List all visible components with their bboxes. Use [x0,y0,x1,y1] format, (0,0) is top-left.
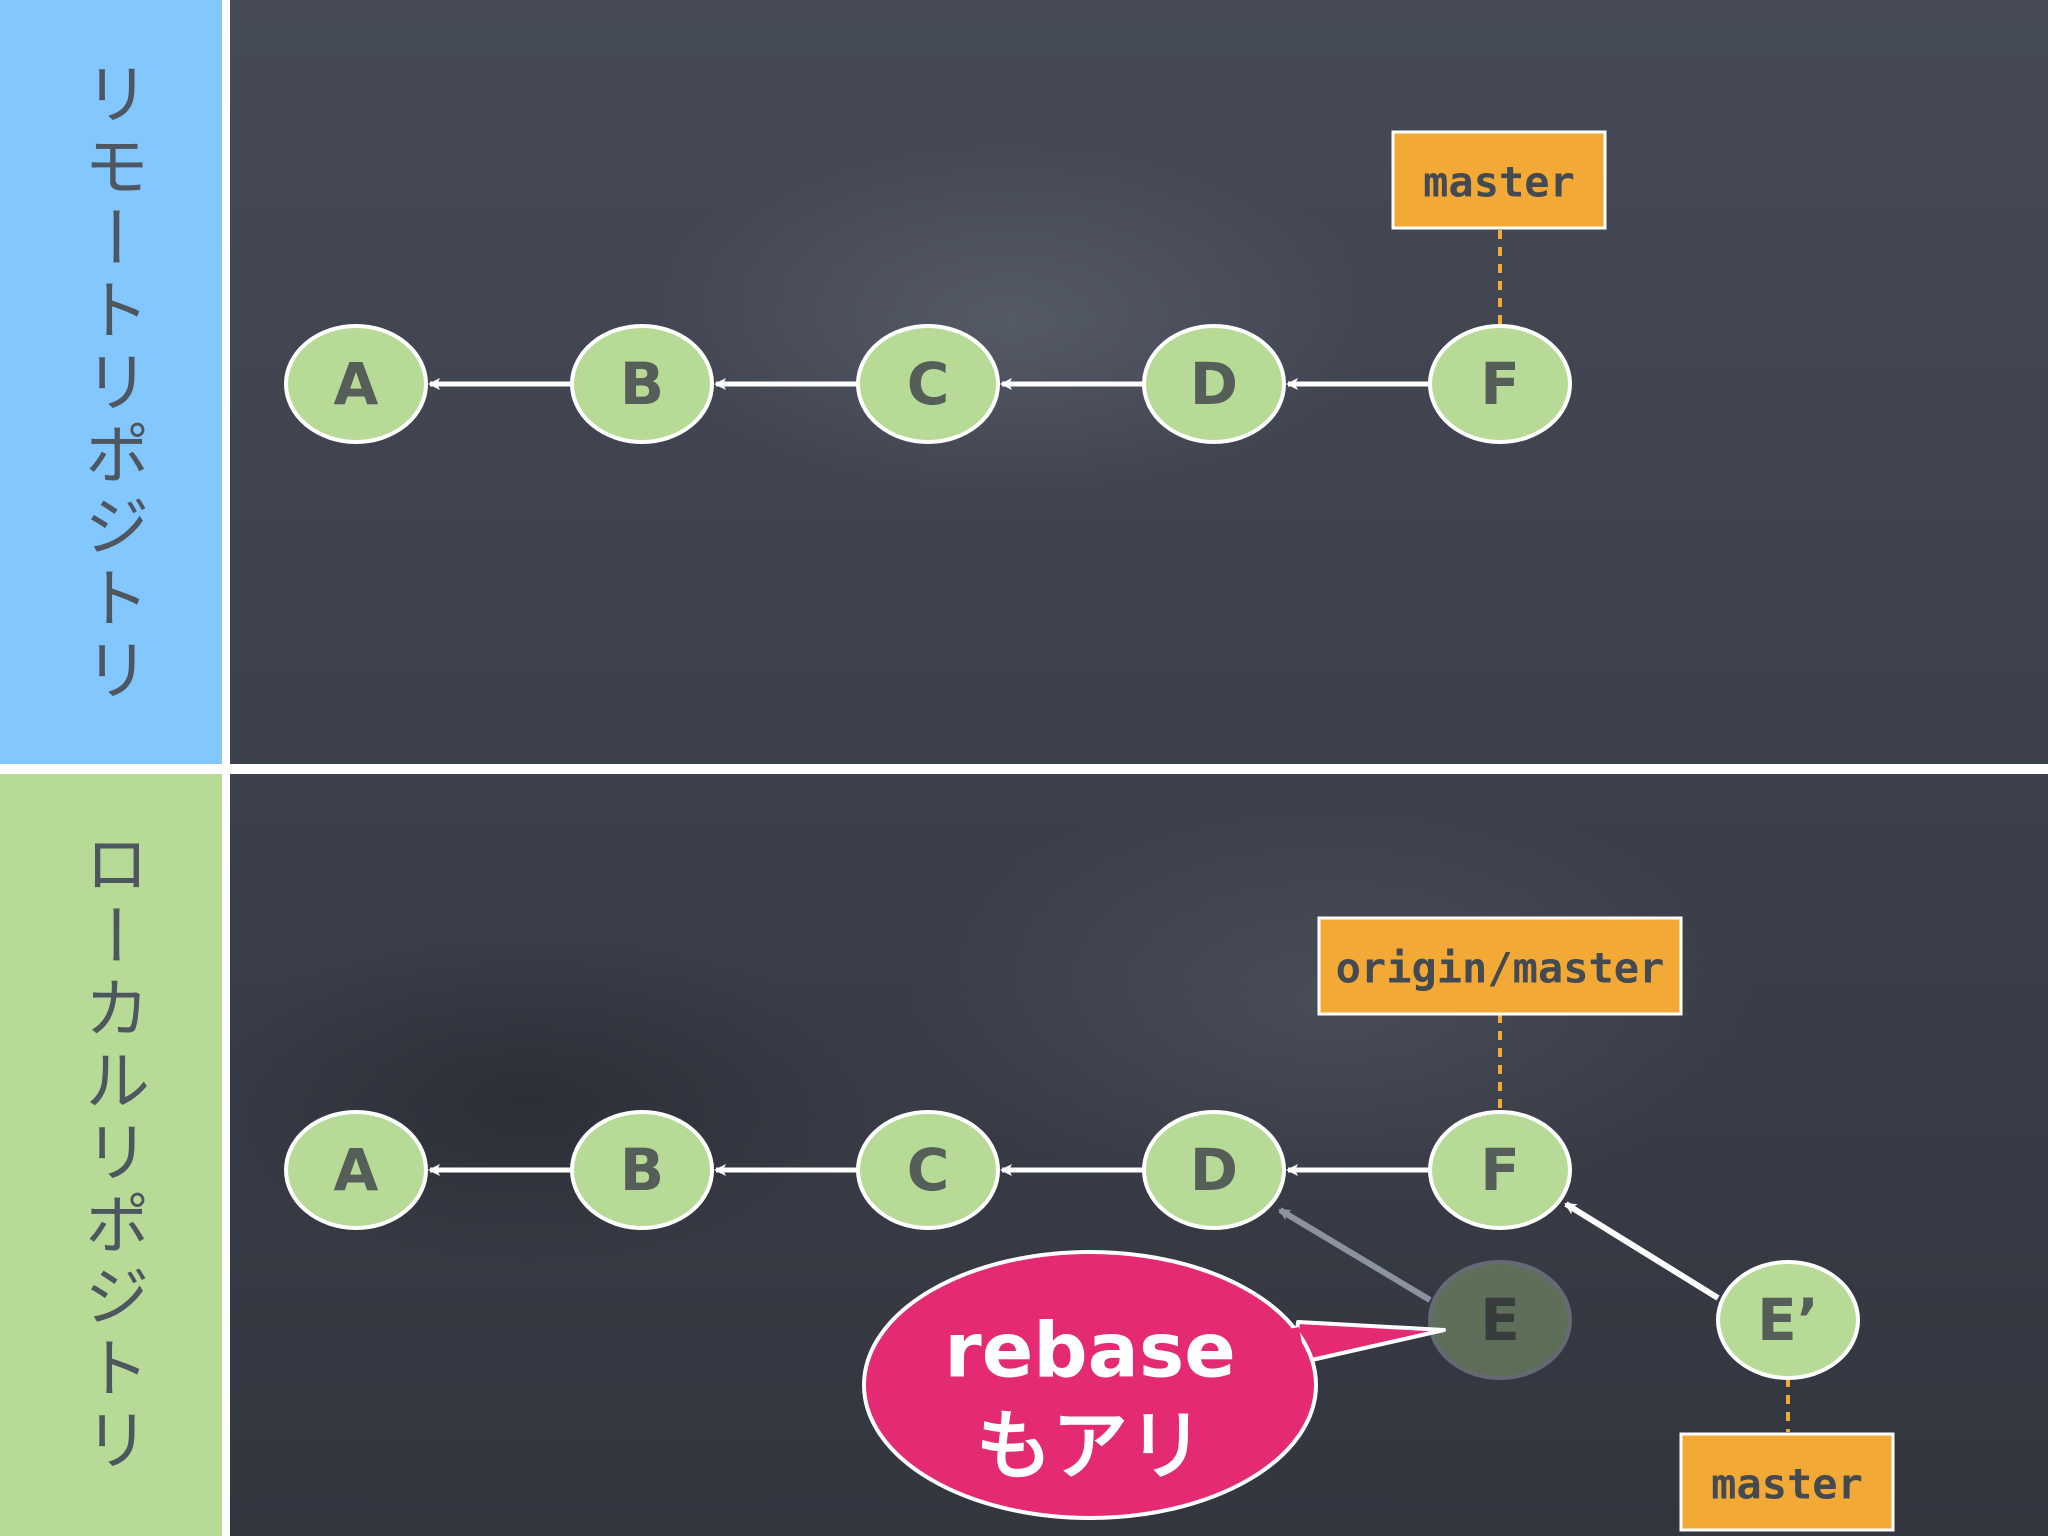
svg-text:master: master [1711,1460,1863,1509]
svg-text:origin/master: origin/master [1336,944,1665,993]
callout-line-1: rebase [944,1306,1236,1395]
local-repository-label: ローカルリポジトリ [73,830,150,1478]
remote-commit-node: C [856,324,1000,444]
svg-text:B: B [620,1136,664,1204]
svg-text:C: C [907,1136,950,1204]
svg-text:B: B [620,350,664,418]
rebased-commit-node: E’ [1716,1260,1860,1380]
origin-master-tag: origin/master [1317,916,1683,1016]
local-commit-node: B [570,1110,714,1230]
rebased-edge-e-f [1564,1201,1720,1301]
svg-text:E: E [1480,1286,1520,1354]
remote-commit-node: A [284,324,428,444]
callout-line-2: もアリ [976,1402,1204,1491]
local-commit-graph: A B C D F E E’ origin/master [284,916,1895,1532]
local-commit-node: C [856,1110,1000,1230]
local-repository-panel [0,774,222,1536]
rebase-callout-bubble: rebase もアリ [862,1250,1446,1520]
remote-commit-node: D [1142,324,1286,444]
svg-text:F: F [1480,350,1520,418]
remote-repository-label: リモートリポジトリ [73,60,150,708]
svg-text:E’: E’ [1757,1286,1819,1354]
original-commit-node-faded: E [1428,1260,1572,1380]
remote-repository-panel [0,0,222,764]
horizontal-divider [0,764,2048,774]
svg-text:D: D [1190,350,1238,418]
faded-edge-e-d [1278,1207,1432,1303]
remote-master-tag: master [1391,130,1607,230]
remote-commit-node: F [1428,324,1572,444]
svg-text:C: C [907,350,950,418]
local-commit-node: D [1142,1110,1286,1230]
local-master-tag: master [1679,1432,1895,1532]
local-commit-node: F [1428,1110,1572,1230]
local-commit-node: A [284,1110,428,1230]
remote-commit-node: B [570,324,714,444]
svg-text:master: master [1423,158,1575,207]
remote-commit-graph: A B C D F master [284,130,1607,444]
svg-text:D: D [1190,1136,1238,1204]
svg-text:A: A [334,1136,379,1204]
svg-text:F: F [1480,1136,1520,1204]
svg-text:A: A [334,350,379,418]
